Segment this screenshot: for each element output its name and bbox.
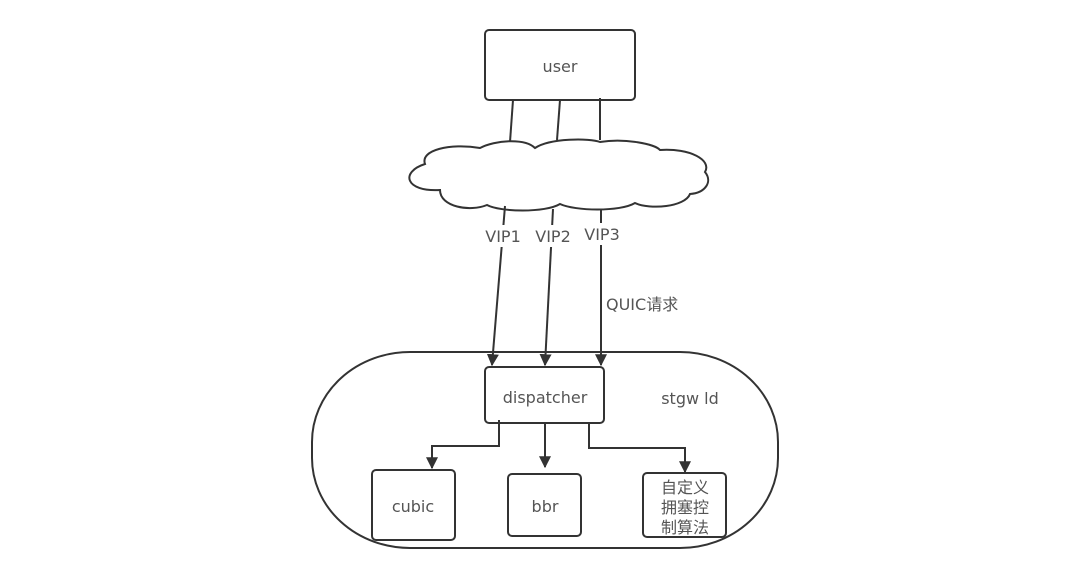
- stgw-ld-container: [311, 351, 779, 549]
- custom-label-line-3: 制算法: [661, 518, 709, 537]
- cubic-label: cubic: [392, 497, 434, 516]
- dispatcher-node: dispatcher: [484, 366, 605, 424]
- vip1-label: VIP1: [485, 227, 521, 246]
- bbr-label: bbr: [532, 497, 559, 516]
- vip2-label: VIP2: [535, 227, 571, 246]
- vip3-label: VIP3: [584, 225, 620, 244]
- bbr-node: bbr: [507, 473, 582, 537]
- dispatcher-to-cubic-arrow: [426, 420, 500, 470]
- internet-cloud: [408, 138, 710, 212]
- dispatcher-to-custom-arrow: [588, 423, 691, 474]
- quic-request-label: QUIC请求: [606, 295, 678, 314]
- user-cloud-link-1: [509, 99, 514, 143]
- dispatcher-label: dispatcher: [503, 388, 588, 407]
- custom-algorithm-node: 自定义 拥塞控 制算法: [642, 472, 727, 538]
- user-cloud-link-2: [556, 99, 561, 141]
- stgw-ld-label: stgw ld: [661, 389, 719, 408]
- user-node: user: [484, 29, 636, 101]
- custom-label-line-1: 自定义: [661, 478, 709, 497]
- cubic-node: cubic: [371, 469, 456, 541]
- custom-label-line-2: 拥塞控: [661, 498, 709, 517]
- user-label: user: [543, 57, 578, 76]
